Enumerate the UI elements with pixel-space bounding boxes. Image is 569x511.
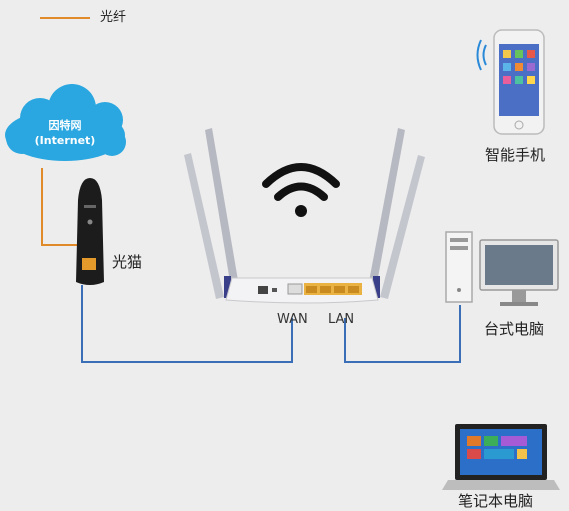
- ethernet-modem-to-wan: [81, 285, 293, 363]
- desktop-label: 台式电脑: [484, 320, 545, 338]
- cloud-label-en: (Internet): [34, 134, 96, 147]
- wan-label: WAN: [277, 312, 308, 327]
- wifi-icon: [262, 163, 340, 217]
- desktop-icon: [445, 231, 559, 306]
- laptop-icon: [442, 424, 560, 490]
- modem-label: 光猫: [112, 253, 143, 271]
- modem-icon: [76, 178, 104, 285]
- cloud-icon: [5, 84, 126, 161]
- lan-label: LAN: [328, 312, 355, 327]
- legend-fiber-line: [40, 17, 90, 19]
- router-icon: [184, 128, 425, 304]
- phone-icon: [476, 29, 545, 135]
- laptop-label: 笔记本电脑: [458, 492, 534, 510]
- cloud-label-cn: 因特网: [48, 119, 82, 132]
- legend-fiber-label: 光纤: [100, 10, 127, 25]
- fiber-connection: [41, 168, 80, 246]
- phone-label: 智能手机: [485, 146, 546, 164]
- ethernet-lan-to-desktop: [344, 305, 461, 363]
